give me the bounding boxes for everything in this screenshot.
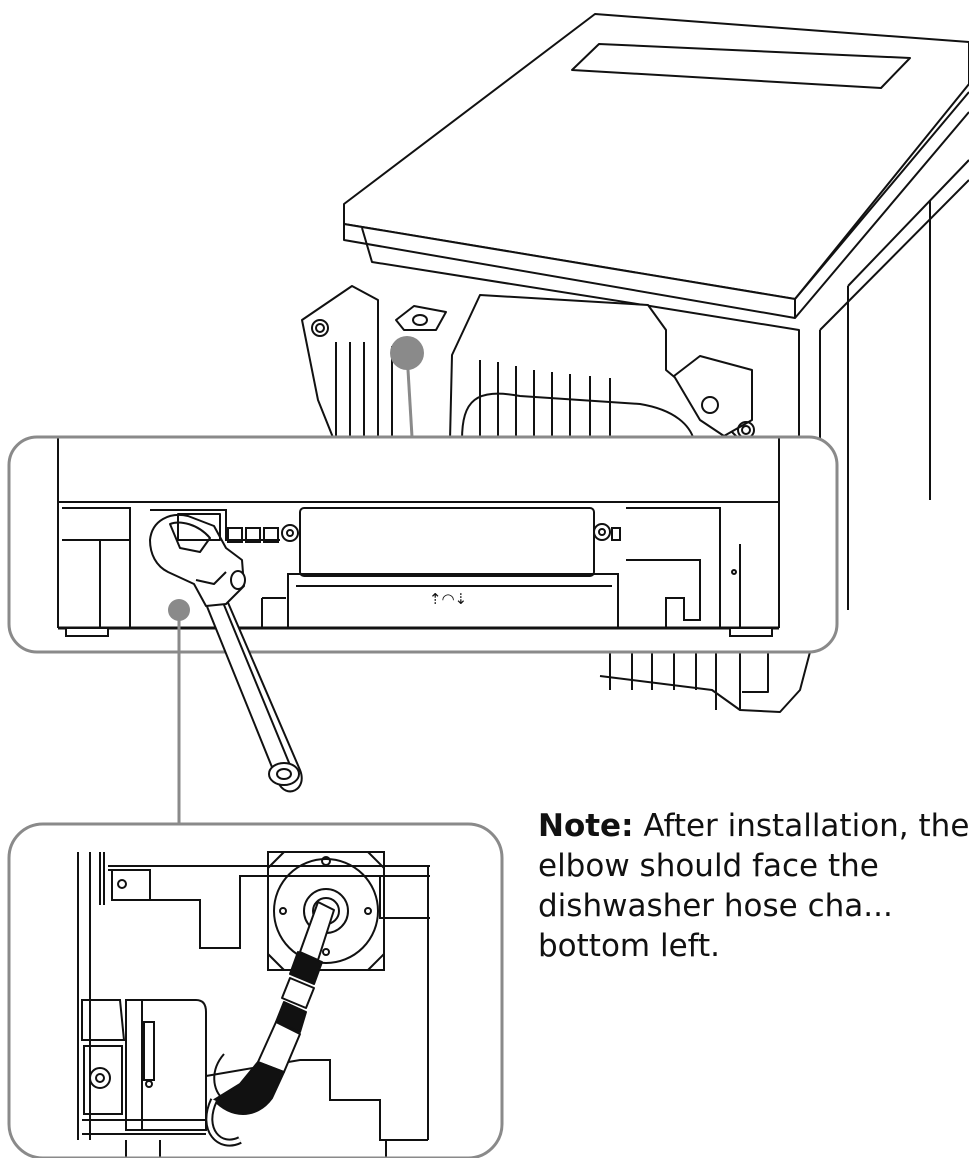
note-label: Note: [538, 808, 634, 844]
dishwasher-illustration [301, 13, 969, 713]
zoom-frame-bottom-strip: ⇡◠⇣ [7, 435, 839, 654]
adjustable-wrench-icon [149, 513, 303, 793]
note-text: After installation, the elbow should fac… [538, 808, 969, 964]
valve-marker-symbol: ⇡◠⇣ [429, 590, 467, 608]
zoom-frame-hose-elbow [7, 822, 504, 1160]
hose-elbow-icon [205, 901, 335, 1147]
installation-note: Note: After installation, the elbow shou… [538, 806, 969, 966]
